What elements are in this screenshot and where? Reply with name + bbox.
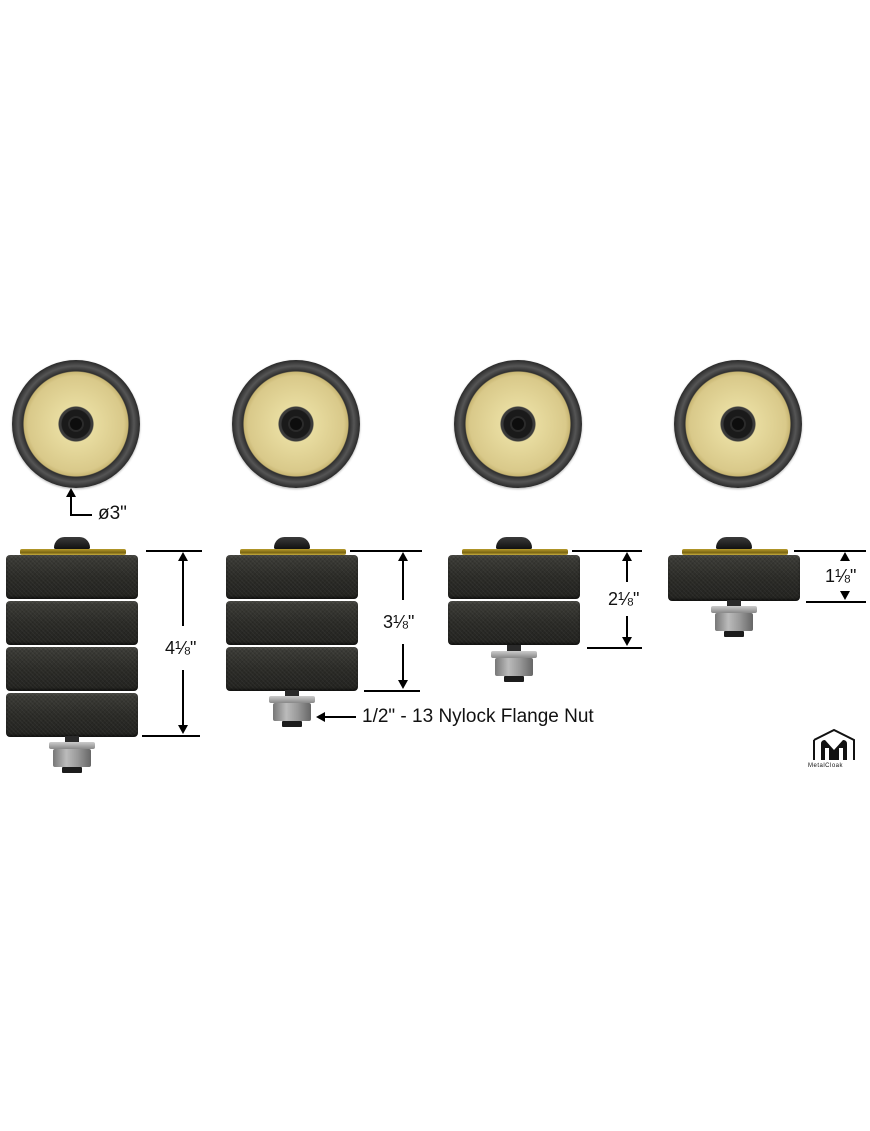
- dimension-extension-line: [806, 601, 866, 603]
- flange-nut: [273, 703, 311, 721]
- stud: [507, 645, 521, 653]
- nut-tip: [282, 721, 302, 727]
- brand-logo-text: MetalCloak: [808, 763, 844, 769]
- hex-bolt-head-icon: [730, 416, 746, 432]
- dimension-line: [182, 670, 184, 726]
- top-view-puck-2: [232, 360, 360, 488]
- top-view-puck-1: [12, 360, 140, 488]
- nut-callout-label: 1/2" - 13 Nylock Flange Nut: [362, 706, 594, 727]
- top-washer: [240, 549, 346, 555]
- arrow-down-icon: [622, 637, 632, 646]
- arrow-down-icon: [178, 725, 188, 734]
- hex-bolt-head-icon: [510, 416, 526, 432]
- top-washer: [682, 549, 788, 555]
- flange-nut-flange: [711, 606, 757, 613]
- rubber-disc: [226, 647, 358, 691]
- flange-nut-flange: [49, 742, 95, 749]
- height-label: 4⅛": [164, 638, 198, 659]
- dimension-line: [626, 560, 628, 582]
- flange-nut: [715, 613, 753, 631]
- rubber-disc: [668, 555, 800, 601]
- leader-line: [70, 514, 92, 516]
- dimension-extension-line: [350, 550, 422, 552]
- bolt-head: [274, 537, 310, 549]
- nut-tip: [62, 767, 82, 773]
- arrow-up-icon: [622, 552, 632, 561]
- nut-tip: [504, 676, 524, 682]
- dimension-line: [626, 616, 628, 638]
- arrow-up-icon: [840, 552, 850, 561]
- rubber-disc: [448, 601, 580, 645]
- arrow-up-icon: [178, 552, 188, 561]
- metalcloak-logo-icon: [813, 728, 855, 760]
- flange-nut-flange: [491, 651, 537, 658]
- stud: [727, 600, 741, 608]
- arrow-down-icon: [398, 680, 408, 689]
- hex-bolt-head-icon: [68, 416, 84, 432]
- rubber-disc: [6, 555, 138, 599]
- stud: [65, 736, 79, 744]
- leader-line: [70, 496, 72, 516]
- dimension-extension-line: [146, 550, 202, 552]
- rubber-disc: [226, 555, 358, 599]
- top-washer: [462, 549, 568, 555]
- dimension-line: [182, 560, 184, 626]
- bolt-head: [496, 537, 532, 549]
- flange-nut-flange: [269, 696, 315, 703]
- rubber-disc: [6, 601, 138, 645]
- dimension-extension-line: [364, 690, 420, 692]
- callout-leader-line: [324, 716, 356, 718]
- bolt-head: [54, 537, 90, 549]
- dimension-line: [402, 644, 404, 680]
- top-view-puck-3: [454, 360, 582, 488]
- arrow-left-icon: [316, 712, 325, 722]
- diameter-label: ø3": [97, 503, 128, 525]
- brand-logo: MetalCloak: [808, 728, 860, 770]
- rubber-disc: [6, 647, 138, 691]
- height-label: 1⅛": [824, 566, 858, 587]
- bolt-head: [716, 537, 752, 549]
- rubber-disc: [6, 693, 138, 737]
- dimension-extension-line: [794, 550, 866, 552]
- dimension-extension-line: [142, 735, 200, 737]
- arrow-up-icon: [398, 552, 408, 561]
- flange-nut: [495, 658, 533, 676]
- dimension-extension-line: [587, 647, 642, 649]
- top-view-puck-4: [674, 360, 802, 488]
- nut-tip: [724, 631, 744, 637]
- top-washer: [20, 549, 126, 555]
- height-label: 3⅛": [382, 612, 416, 633]
- arrow-up-icon: [66, 488, 76, 497]
- height-label: 2⅛": [607, 589, 641, 610]
- arrow-down-icon: [840, 591, 850, 600]
- rubber-disc: [448, 555, 580, 599]
- dimension-line: [402, 560, 404, 600]
- hex-bolt-head-icon: [288, 416, 304, 432]
- flange-nut: [53, 749, 91, 767]
- stud: [285, 690, 299, 698]
- dimension-extension-line: [572, 550, 642, 552]
- rubber-disc: [226, 601, 358, 645]
